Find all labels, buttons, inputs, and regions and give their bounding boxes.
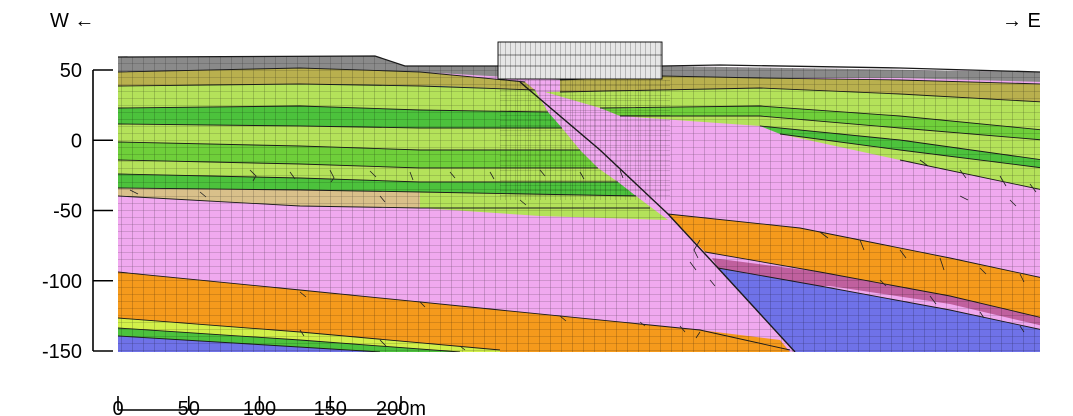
scale-tick-label: 150 <box>314 398 347 416</box>
east-direction-label: → E <box>1002 10 1041 32</box>
elevation-tick-label: -150 <box>42 341 82 363</box>
structure <box>497 41 663 80</box>
elevation-tick-label: 0 <box>71 130 82 152</box>
elevation-tick-label: 50 <box>60 60 82 82</box>
scale-bar: 0 50 100 150 200m <box>112 396 426 416</box>
crack-marks <box>129 159 1037 351</box>
scale-tick-label: 50 <box>178 398 200 416</box>
scale-tick-label: 200m <box>376 398 426 416</box>
west-direction-label: W ← <box>50 10 94 32</box>
scale-tick-label: 100 <box>243 398 276 416</box>
elevation-axis: 50 0 -50 -100 -150 <box>42 60 113 363</box>
ground-surface <box>117 55 1041 73</box>
strata-group <box>118 56 1040 352</box>
layer-boundaries <box>118 67 1040 352</box>
elevation-tick-label: -100 <box>42 271 82 293</box>
scale-tick-label: 0 <box>112 398 123 416</box>
elevation-tick-label: -50 <box>53 201 82 223</box>
